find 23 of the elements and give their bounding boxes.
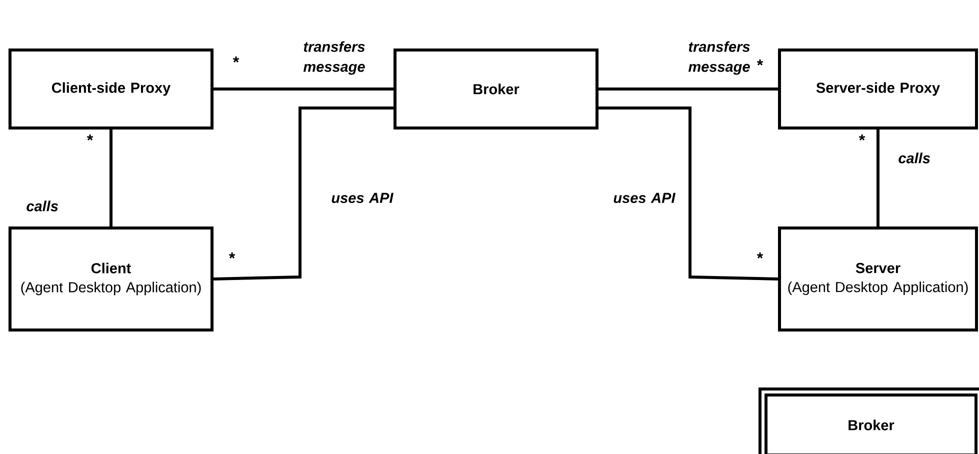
edge-label: uses API [614,192,676,204]
class-box: Broker [758,388,979,454]
multiplicity-label: * [756,252,764,258]
class-box: Client-side Proxy [8,48,214,130]
edge-label: calls [26,200,58,212]
edge-label: transfers message [688,41,750,75]
connector [110,130,112,226]
connector [598,88,778,90]
multiplicity-label: * [858,134,866,140]
class-box: Client (Agent Desktop Application) [8,226,214,332]
multiplicity-label: * [228,252,236,258]
connector [598,106,778,280]
connector [213,106,394,280]
edge-label: transfers message [303,41,365,75]
class-box: Server-side Proxy [778,48,978,130]
class-box: Broker [394,48,598,130]
connector [876,130,880,226]
multiplicity-label: * [232,56,240,62]
class-box: Server (Agent Desktop Application) [778,226,978,332]
multiplicity-label: * [756,60,764,66]
connector [214,88,394,90]
edge-label: calls [898,152,930,164]
edge-label: uses API [332,192,394,204]
